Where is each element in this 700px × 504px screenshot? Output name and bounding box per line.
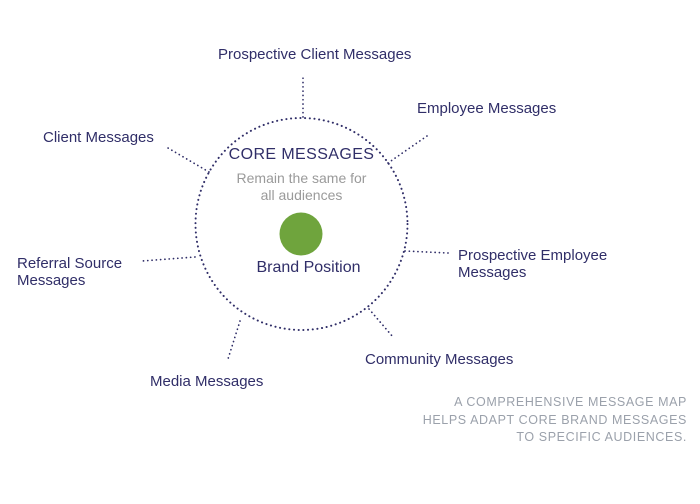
label-referral-source-messages: Referral Source Messages bbox=[17, 255, 123, 289]
spoke-community bbox=[368, 308, 394, 338]
core-messages-title: CORE MESSAGES bbox=[228, 146, 375, 163]
diagram-caption: A COMPREHENSIVE MESSAGE MAP HELPS ADAPT … bbox=[422, 395, 687, 444]
label-client-messages: Client Messages bbox=[43, 129, 154, 146]
core-messages-subtitle: Remain the same for all audiences bbox=[236, 170, 367, 203]
label-prospective-employee-messages: Prospective Employee Messages bbox=[458, 247, 608, 281]
spoke-client bbox=[167, 147, 210, 173]
label-prospective-client-messages: Prospective Client Messages bbox=[218, 46, 412, 63]
spoke-referral-source bbox=[141, 256, 196, 262]
label-media-messages: Media Messages bbox=[150, 373, 264, 390]
spoke-employee bbox=[387, 135, 428, 164]
label-employee-messages: Employee Messages bbox=[417, 100, 557, 117]
spoke-prospective-employee bbox=[404, 250, 449, 254]
brand-position-label: Brand Position bbox=[256, 259, 361, 276]
label-community-messages: Community Messages bbox=[365, 351, 514, 368]
spoke-media bbox=[227, 320, 241, 360]
core-messages-dotted-circle bbox=[194, 117, 409, 331]
brand-position-dot bbox=[279, 212, 323, 256]
